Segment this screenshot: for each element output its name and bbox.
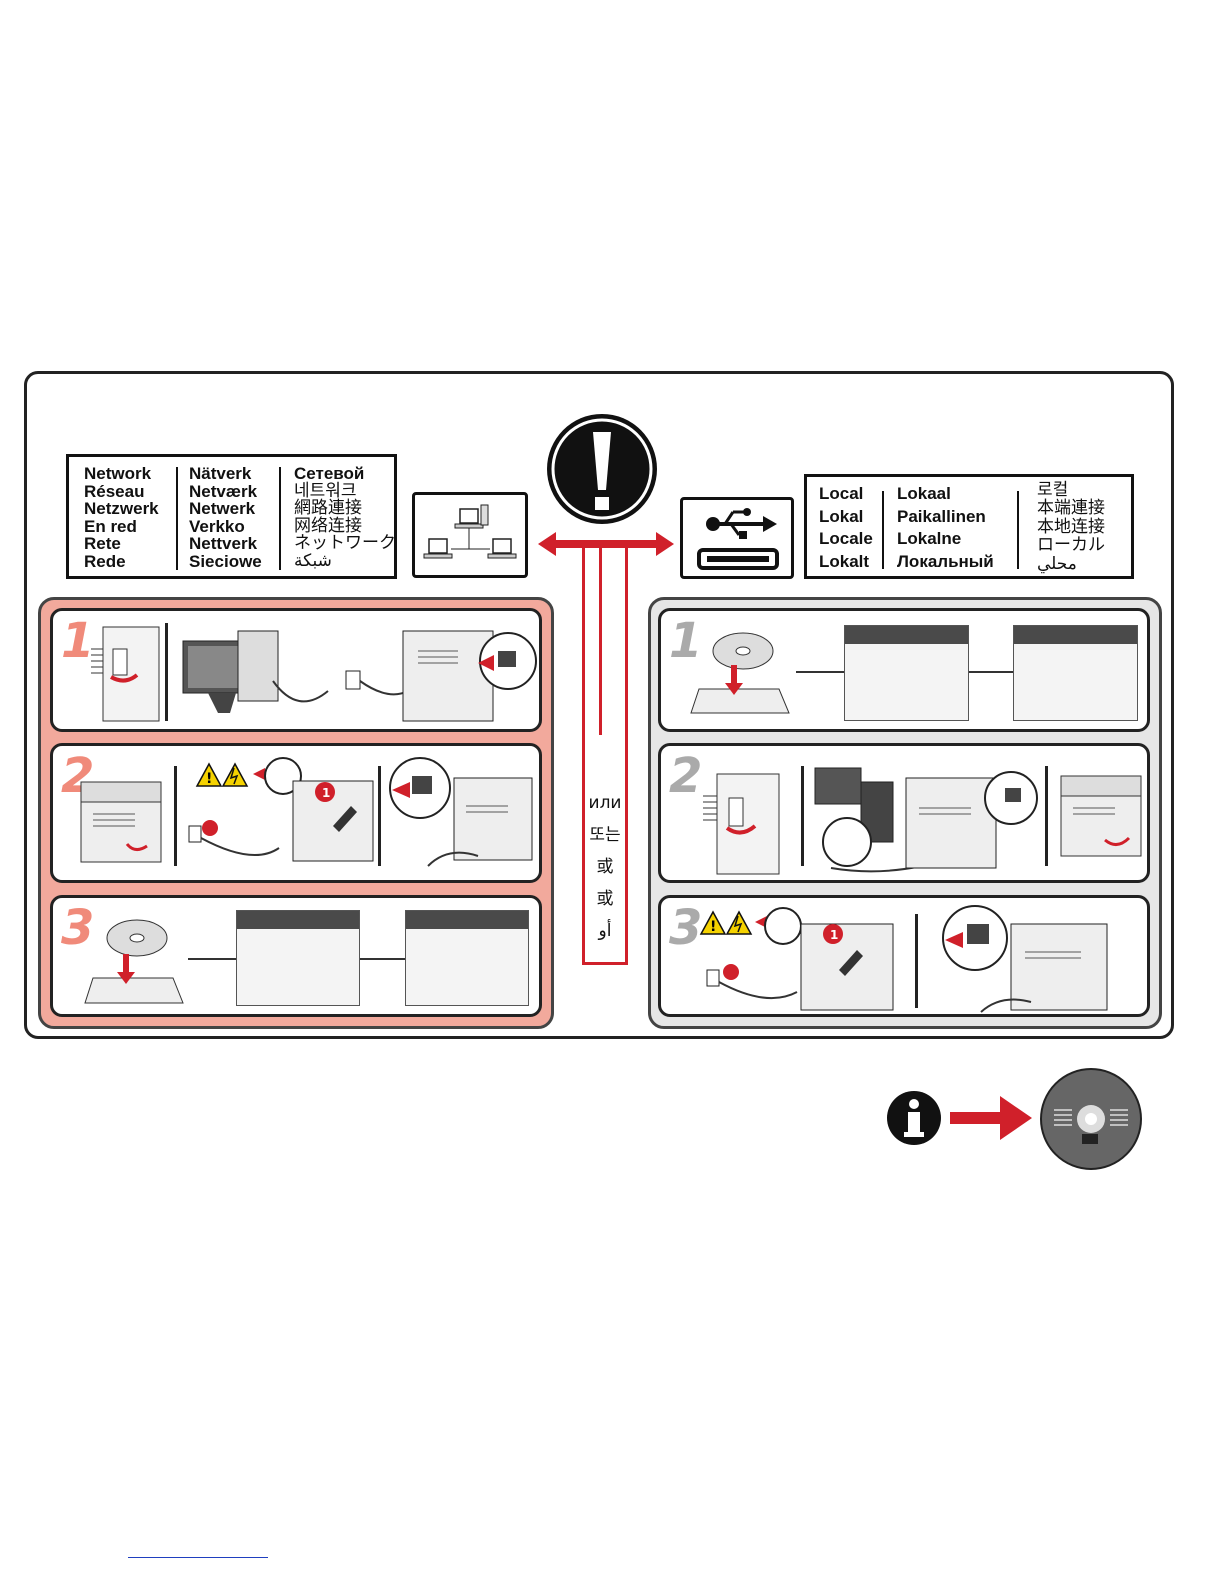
network-label: Rede (84, 553, 159, 571)
local-label: Lokal (819, 506, 873, 529)
dialog-titlebar (237, 911, 359, 929)
svg-text:!: ! (206, 771, 212, 787)
network-col-1: Network Réseau Netzwerk En red Rete Rede (84, 465, 159, 571)
local-col-2: Lokaal Paikallinen Lokalne Локальный (897, 483, 994, 573)
network-label: شبكة (294, 553, 396, 571)
local-label: Locale (819, 528, 873, 551)
dialog-titlebar (406, 911, 528, 929)
local-label: ローカル (1037, 536, 1105, 554)
network-label: Verkko (189, 518, 262, 536)
or-word: 또는 (585, 819, 625, 851)
network-label: Nätverk (189, 465, 262, 483)
or-word: или (585, 787, 625, 819)
local-label: Paikallinen (897, 506, 994, 529)
printer-cable-connected-illustration (941, 904, 1121, 1016)
cd-icon (1040, 1068, 1142, 1170)
svg-text:1: 1 (322, 786, 330, 800)
local-col-1: Local Lokal Locale Lokalt (819, 483, 873, 573)
network-label: Sieciowe (189, 553, 262, 571)
connector-line (360, 958, 405, 960)
network-icon-box (412, 492, 528, 578)
svg-text:1: 1 (830, 928, 838, 942)
or-word: 或 (585, 851, 625, 883)
usb-icon (683, 500, 791, 576)
divider (378, 766, 381, 866)
printer-door-illustration (697, 766, 797, 878)
divider (915, 914, 918, 1008)
network-step-3: 3 (50, 895, 542, 1017)
divider (174, 766, 177, 866)
cd-insert-illustration (83, 908, 193, 1013)
local-label: Lokalne (897, 528, 994, 551)
usb-icon-box (680, 497, 794, 579)
drivers-dialog (405, 910, 529, 1006)
network-icon (415, 495, 525, 575)
network-col-3: Сетевой 네트워크 網路連接 网络连接 ネットワーク شبكة (294, 465, 396, 571)
dialog-titlebar (1014, 626, 1137, 644)
software-dialog (844, 625, 969, 721)
network-language-box: Network Réseau Netzwerk En red Rete Rede… (66, 454, 397, 579)
network-label: Сетевой (294, 465, 396, 483)
connector-line (188, 958, 236, 960)
or-word: 或 (585, 883, 625, 915)
network-label: Netværk (189, 483, 262, 501)
footer-rule (128, 1557, 268, 1558)
network-label: Réseau (84, 483, 159, 501)
or-words: или 또는 或 或 أو (585, 787, 625, 947)
local-language-box: Local Lokal Locale Lokalt Lokaal Paikall… (804, 474, 1134, 579)
local-label: 로컬 (1037, 481, 1105, 499)
local-step-1: 1 (658, 608, 1150, 732)
printer-illustration (75, 774, 165, 874)
power-cord-illustration: ! 1 (183, 756, 383, 876)
network-step-2: 2 ! 1 (50, 743, 542, 883)
svg-text:!: ! (710, 919, 716, 935)
divider (882, 491, 884, 569)
network-label: Nettverk (189, 535, 262, 553)
usb-cable-illustration (811, 758, 1041, 878)
or-box: или 또는 或 或 أو (582, 545, 628, 965)
network-label: Rete (84, 535, 159, 553)
divider (801, 766, 804, 866)
network-label: Netzwerk (84, 500, 159, 518)
local-label: Local (819, 483, 873, 506)
local-label: محلي (1037, 555, 1105, 573)
printer-cable-connected-illustration (388, 756, 538, 876)
divider (1017, 491, 1019, 569)
arrow-right-icon (950, 1092, 1034, 1144)
local-label: Lokaal (897, 483, 994, 506)
local-label: 本地连接 (1037, 518, 1105, 536)
local-label: 本端連接 (1037, 499, 1105, 517)
network-label: Netwerk (189, 500, 262, 518)
divider (1045, 766, 1048, 866)
software-dialog (236, 910, 360, 1006)
local-step-3: 3 ! 1 (658, 895, 1150, 1017)
local-step-2: 2 (658, 743, 1150, 883)
printer-illustration (1055, 770, 1147, 874)
network-label: En red (84, 518, 159, 536)
divider (176, 467, 178, 570)
local-label: Lokalt (819, 551, 873, 574)
network-label: Network (84, 465, 159, 483)
drivers-dialog (1013, 625, 1138, 721)
connector-line (796, 671, 844, 673)
cd-insert-illustration (687, 621, 797, 726)
dialog-titlebar (845, 626, 968, 644)
or-word: أو (585, 915, 625, 947)
power-cord-illustration: ! 1 (697, 904, 907, 1016)
divider (165, 623, 168, 721)
local-label: Локальный (897, 551, 994, 574)
or-connector (599, 545, 602, 735)
network-col-2: Nätverk Netværk Netwerk Verkko Nettverk … (189, 465, 262, 571)
printer-door-illustration (83, 619, 173, 725)
info-icon (886, 1090, 942, 1146)
connector-line (969, 671, 1013, 673)
exclamation-icon (545, 412, 659, 526)
divider (279, 467, 281, 570)
network-cable-illustration (178, 621, 538, 727)
local-col-3: 로컬 本端連接 本地连接 ローカル محلي (1037, 481, 1105, 573)
network-step-1: 1 (50, 608, 542, 732)
